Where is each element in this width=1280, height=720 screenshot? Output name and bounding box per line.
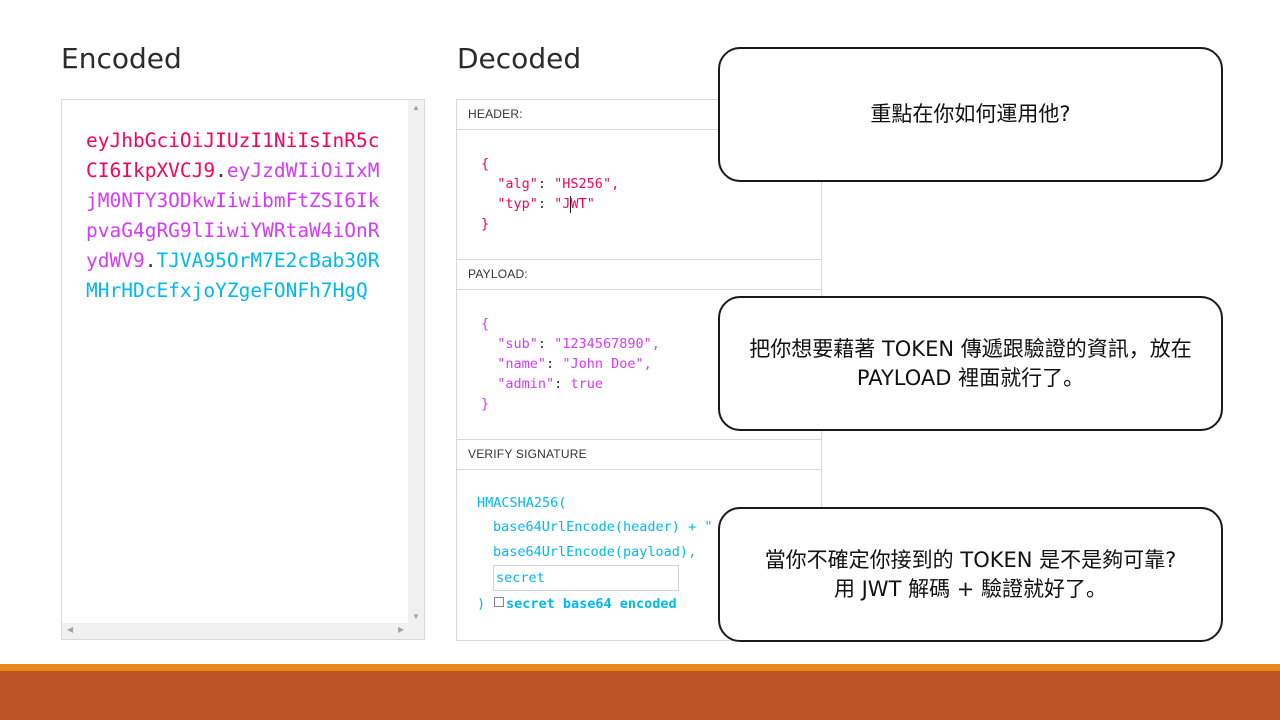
- signature-close-paren: ): [477, 596, 486, 612]
- secret-base64-label[interactable]: secret base64 encoded: [506, 596, 677, 612]
- brace-open: {: [481, 316, 490, 332]
- encoded-token-panel[interactable]: eyJhbGciOiJIUzI1NiIsInR5cCI6IkpXVCJ9.eyJ…: [61, 99, 425, 640]
- json-key: "sub": [497, 336, 538, 352]
- json-value: true: [570, 376, 603, 392]
- signature-section-label: VERIFY SIGNATURE: [457, 440, 821, 470]
- secret-base64-checkbox[interactable]: [494, 597, 504, 607]
- token-dot: .: [215, 159, 227, 182]
- callout-verify: 當你不確定你接到的 TOKEN 是不是夠可靠? 用 JWT 解碼 + 驗證就好了…: [718, 507, 1223, 642]
- json-colon: :: [546, 356, 563, 372]
- json-colon: :: [537, 336, 555, 352]
- token-dot: .: [144, 249, 157, 272]
- callout-verify-line2: 用 JWT 解碼 + 驗證就好了。: [833, 576, 1108, 601]
- vertical-scrollbar[interactable]: ▲ ▼: [408, 100, 424, 624]
- payload-section-label: PAYLOAD:: [457, 260, 821, 290]
- callout-verify-line1: 當你不確定你接到的 TOKEN 是不是夠可靠?: [764, 547, 1177, 572]
- text-cursor: [569, 195, 571, 213]
- json-key: "alg": [497, 176, 538, 192]
- section-divider: [457, 439, 821, 440]
- token-header-part: eyJhbGciOiJIUzI1NiIsInR5cCI6IkpXVCJ9: [86, 129, 380, 182]
- brace-open: {: [481, 156, 490, 172]
- decoded-heading: Decoded: [457, 42, 582, 75]
- encoded-token-text[interactable]: eyJhbGciOiJIUzI1NiIsInR5cCI6IkpXVCJ9.eyJ…: [86, 126, 386, 306]
- signature-line-header: base64UrlEncode(header) + ": [493, 519, 713, 535]
- footer-bar: [0, 671, 1280, 720]
- json-value: "John Doe",: [562, 356, 652, 372]
- callout-payload-text: 把你想要藉著 TOKEN 傳遞跟驗證的資訊，放在 PAYLOAD 裡面就行了。: [749, 336, 1192, 390]
- section-divider: [457, 259, 821, 260]
- json-value: "1234567890",: [554, 336, 660, 352]
- json-colon: :: [537, 176, 555, 192]
- payload-json-editor[interactable]: { "sub": "1234567890", "name": "John Doe…: [481, 314, 660, 414]
- json-colon: :: [537, 196, 555, 212]
- token-signature-part: TJVA95OrM7E2cBab30RMHrHDcEfxjoYZgeFONFh7…: [86, 249, 380, 302]
- brace-close: }: [481, 216, 490, 232]
- signature-fn: HMACSHA256(: [477, 495, 567, 511]
- footer-accent-bar: [0, 664, 1280, 671]
- json-value: "J: [554, 196, 571, 212]
- scroll-up-icon[interactable]: ▲: [412, 103, 420, 112]
- callout-usage-text: 重點在你如何運用他?: [870, 102, 1071, 126]
- scroll-left-icon[interactable]: ◀: [67, 625, 74, 634]
- signature-line-payload: base64UrlEncode(payload),: [493, 544, 697, 560]
- json-colon: :: [554, 376, 571, 392]
- callout-usage: 重點在你如何運用他?: [718, 47, 1223, 182]
- header-section-label: HEADER:: [457, 100, 821, 130]
- json-key: "typ": [497, 196, 538, 212]
- scroll-right-icon[interactable]: ▶: [398, 625, 405, 634]
- secret-input[interactable]: secret: [493, 565, 679, 591]
- scroll-down-icon[interactable]: ▼: [412, 612, 420, 621]
- token-payload-part: eyJzdWIiOiIxMjM0NTY3ODkwIiwibmFtZSI6Ikpv…: [86, 159, 380, 272]
- json-key: "name": [497, 356, 547, 372]
- callout-payload: 把你想要藉著 TOKEN 傳遞跟驗證的資訊，放在 PAYLOAD 裡面就行了。: [718, 296, 1223, 431]
- json-key: "admin": [497, 376, 555, 392]
- json-value: WT": [570, 196, 595, 212]
- horizontal-scrollbar[interactable]: ◀ ▶: [62, 623, 424, 639]
- encoded-heading: Encoded: [61, 42, 182, 75]
- header-json-editor[interactable]: { "alg": "HS256", "typ": "JWT" }: [481, 154, 619, 234]
- json-value: "HS256",: [554, 176, 620, 192]
- brace-close: }: [481, 396, 490, 412]
